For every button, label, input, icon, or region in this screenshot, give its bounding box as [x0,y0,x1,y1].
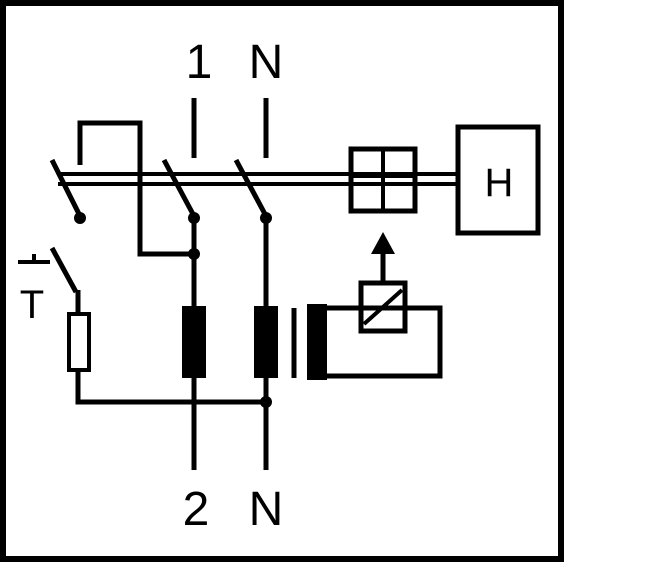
neutral-junction-dot [260,396,272,408]
outer-frame [0,0,564,562]
neutral-ct-coil [254,306,278,378]
terminal-top-phase-label: 1 [186,36,213,89]
phase-switch-contact [161,158,200,224]
terminal-top-neutral-label: N [249,36,284,89]
terminal-bottom-phase-label: 2 [183,483,210,536]
test-button-label: T [20,283,44,327]
phase-ct-coil [182,306,206,378]
test-switch-contact [49,158,86,224]
trip-mechanism-label: H [485,161,514,205]
test-resistor [67,312,91,372]
ct-secondary-winding [307,304,327,380]
test-button [18,246,79,294]
test-circuit-bridge [77,120,194,257]
neutral-switch-contact [233,158,272,224]
phase-junction-dot [188,248,200,260]
test-wire-lower [75,370,266,405]
relay-arrow-head-icon [371,232,395,254]
terminal-bottom-neutral-label: N [249,483,284,536]
secondary-loop [327,305,443,379]
latch-mechanism [348,146,418,214]
trip-mechanism-box [455,124,541,236]
